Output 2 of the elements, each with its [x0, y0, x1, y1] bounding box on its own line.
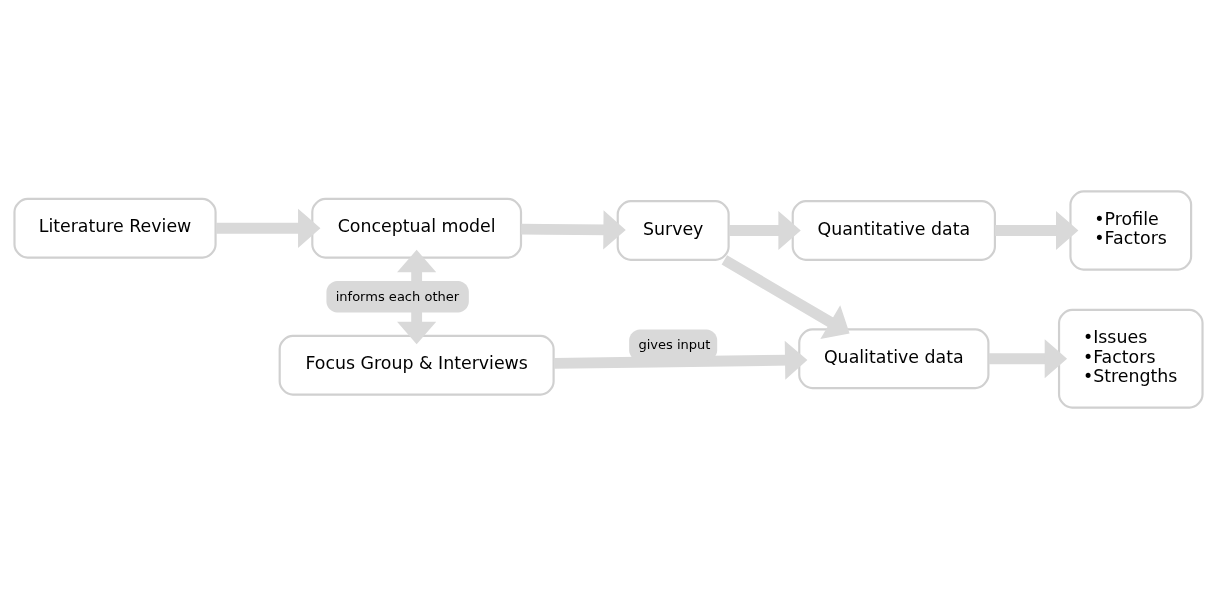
edge-label: informs each other — [335, 288, 460, 304]
edge-label: gives input — [638, 336, 711, 352]
